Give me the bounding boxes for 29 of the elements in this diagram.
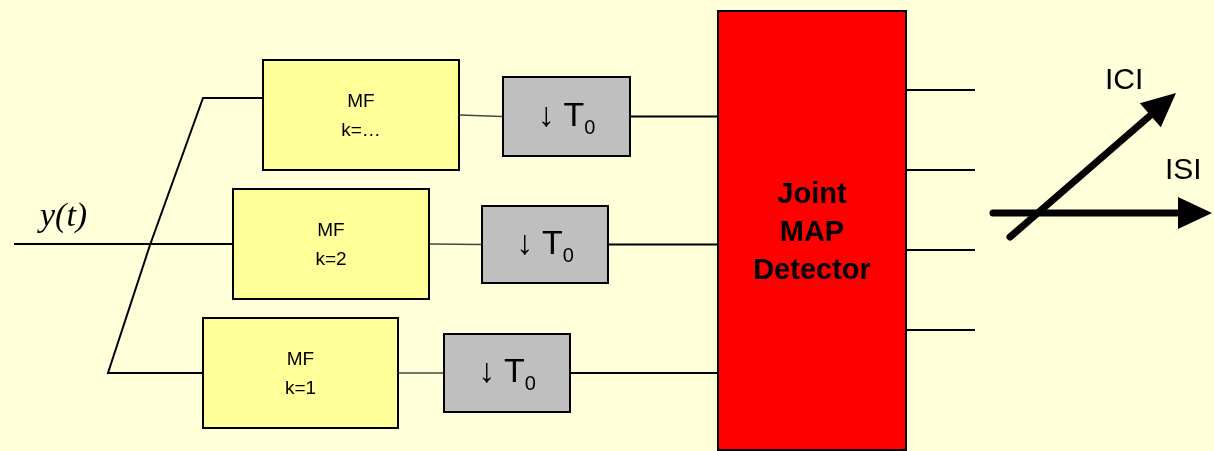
connector-line <box>906 329 976 331</box>
arrow-label: ICI <box>1105 62 1144 96</box>
connector-line <box>906 249 976 251</box>
box-label: MF k=2 <box>314 218 348 271</box>
connector-line <box>398 372 444 374</box>
connector-line <box>13 243 233 245</box>
connector-line <box>630 115 718 118</box>
matched-filter-box <box>262 59 460 171</box>
downsampler-box <box>481 205 609 284</box>
box-label: Joint MAP Detector <box>752 175 872 287</box>
detector-box <box>717 10 907 451</box>
connector-line <box>608 243 718 246</box>
box-label: MF k=1 <box>283 347 318 400</box>
matched-filter-box <box>232 188 430 300</box>
box-label: ↓ T$_{0}$ <box>537 94 596 139</box>
connector-line <box>106 244 203 374</box>
connector-line <box>149 97 263 246</box>
box-label: MF k=… <box>340 89 382 142</box>
matched-filter-box <box>202 317 399 429</box>
downsampler-box <box>502 76 631 157</box>
connector-line <box>570 372 718 374</box>
arrow-label: ISI <box>1165 152 1202 186</box>
connector-line <box>459 114 503 118</box>
connector-line <box>429 243 482 246</box>
connector-line <box>906 89 976 91</box>
box-label: ↓ T$_{0}$ <box>516 222 574 267</box>
connector-line <box>906 169 976 171</box>
box-label: ↓ T$_{0}$ <box>478 351 536 395</box>
downsampler-box <box>443 333 571 413</box>
